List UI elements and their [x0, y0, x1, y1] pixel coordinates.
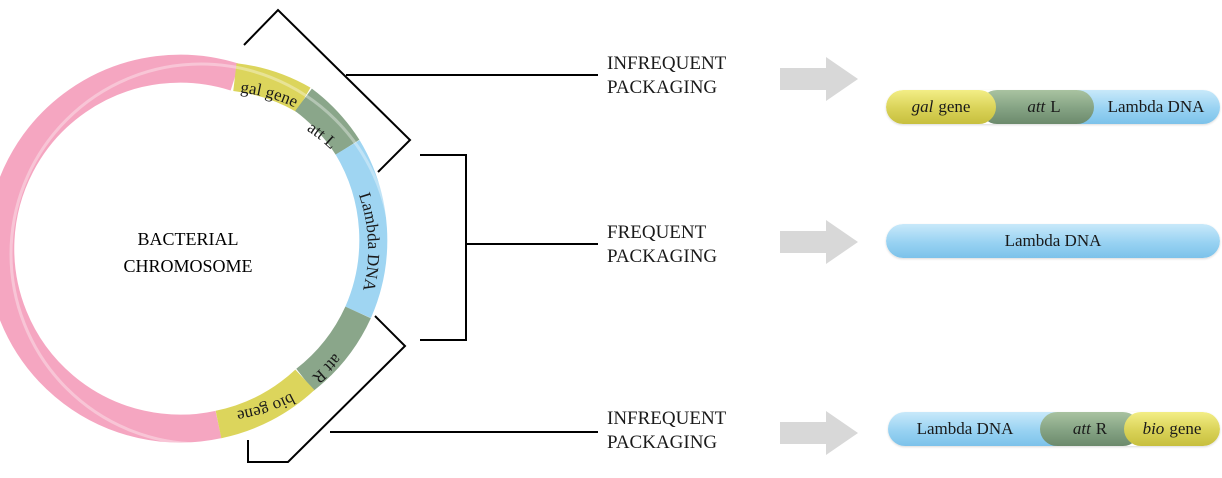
att-r-arc — [296, 306, 371, 391]
bracket-middle — [420, 154, 467, 341]
packaging-label-3: INFREQUENT PACKAGING — [607, 407, 726, 455]
packaging-label-2-line1: FREQUENT — [607, 222, 707, 243]
gal-gene-arc — [232, 63, 311, 113]
packaging-label-1-line1: INFREQUENT — [607, 53, 727, 74]
att-l-arc — [294, 88, 360, 156]
product-pill-lambda: Lambda DNA — [886, 224, 1220, 258]
chromosome-pink-arc — [0, 54, 240, 443]
segment-lambda-dna: Lambda DNA — [888, 412, 1056, 446]
bio-gene-arc — [215, 369, 315, 439]
chromosome-ring — [0, 54, 388, 443]
segment-lambda-dna: Lambda DNA — [1078, 90, 1220, 124]
packaging-label-1-line2: PACKAGING — [607, 77, 718, 98]
arrow-right-icon — [780, 57, 858, 101]
packaging-label-2: FREQUENT PACKAGING — [607, 221, 717, 269]
chromosome-label-line2: CHROMOSOME — [123, 256, 252, 276]
arrow-right-icon — [780, 411, 858, 455]
packaging-label-3-line1: INFREQUENT — [607, 408, 727, 429]
arrow-right-icon — [780, 220, 858, 264]
segment-lambda-dna: Lambda DNA — [886, 224, 1220, 258]
lambda-dna-arc — [335, 140, 388, 319]
chromosome-label-line1: BACTERIAL — [138, 229, 239, 249]
brackets — [243, 8, 598, 463]
packaging-label-1: INFREQUENT PACKAGING — [607, 52, 726, 100]
packaging-label-2-line2: PACKAGING — [607, 246, 718, 267]
packaging-label-3-line2: PACKAGING — [607, 432, 718, 453]
arrows — [780, 57, 858, 455]
bracket-top — [243, 8, 412, 173]
bracket-bottom — [247, 315, 407, 463]
